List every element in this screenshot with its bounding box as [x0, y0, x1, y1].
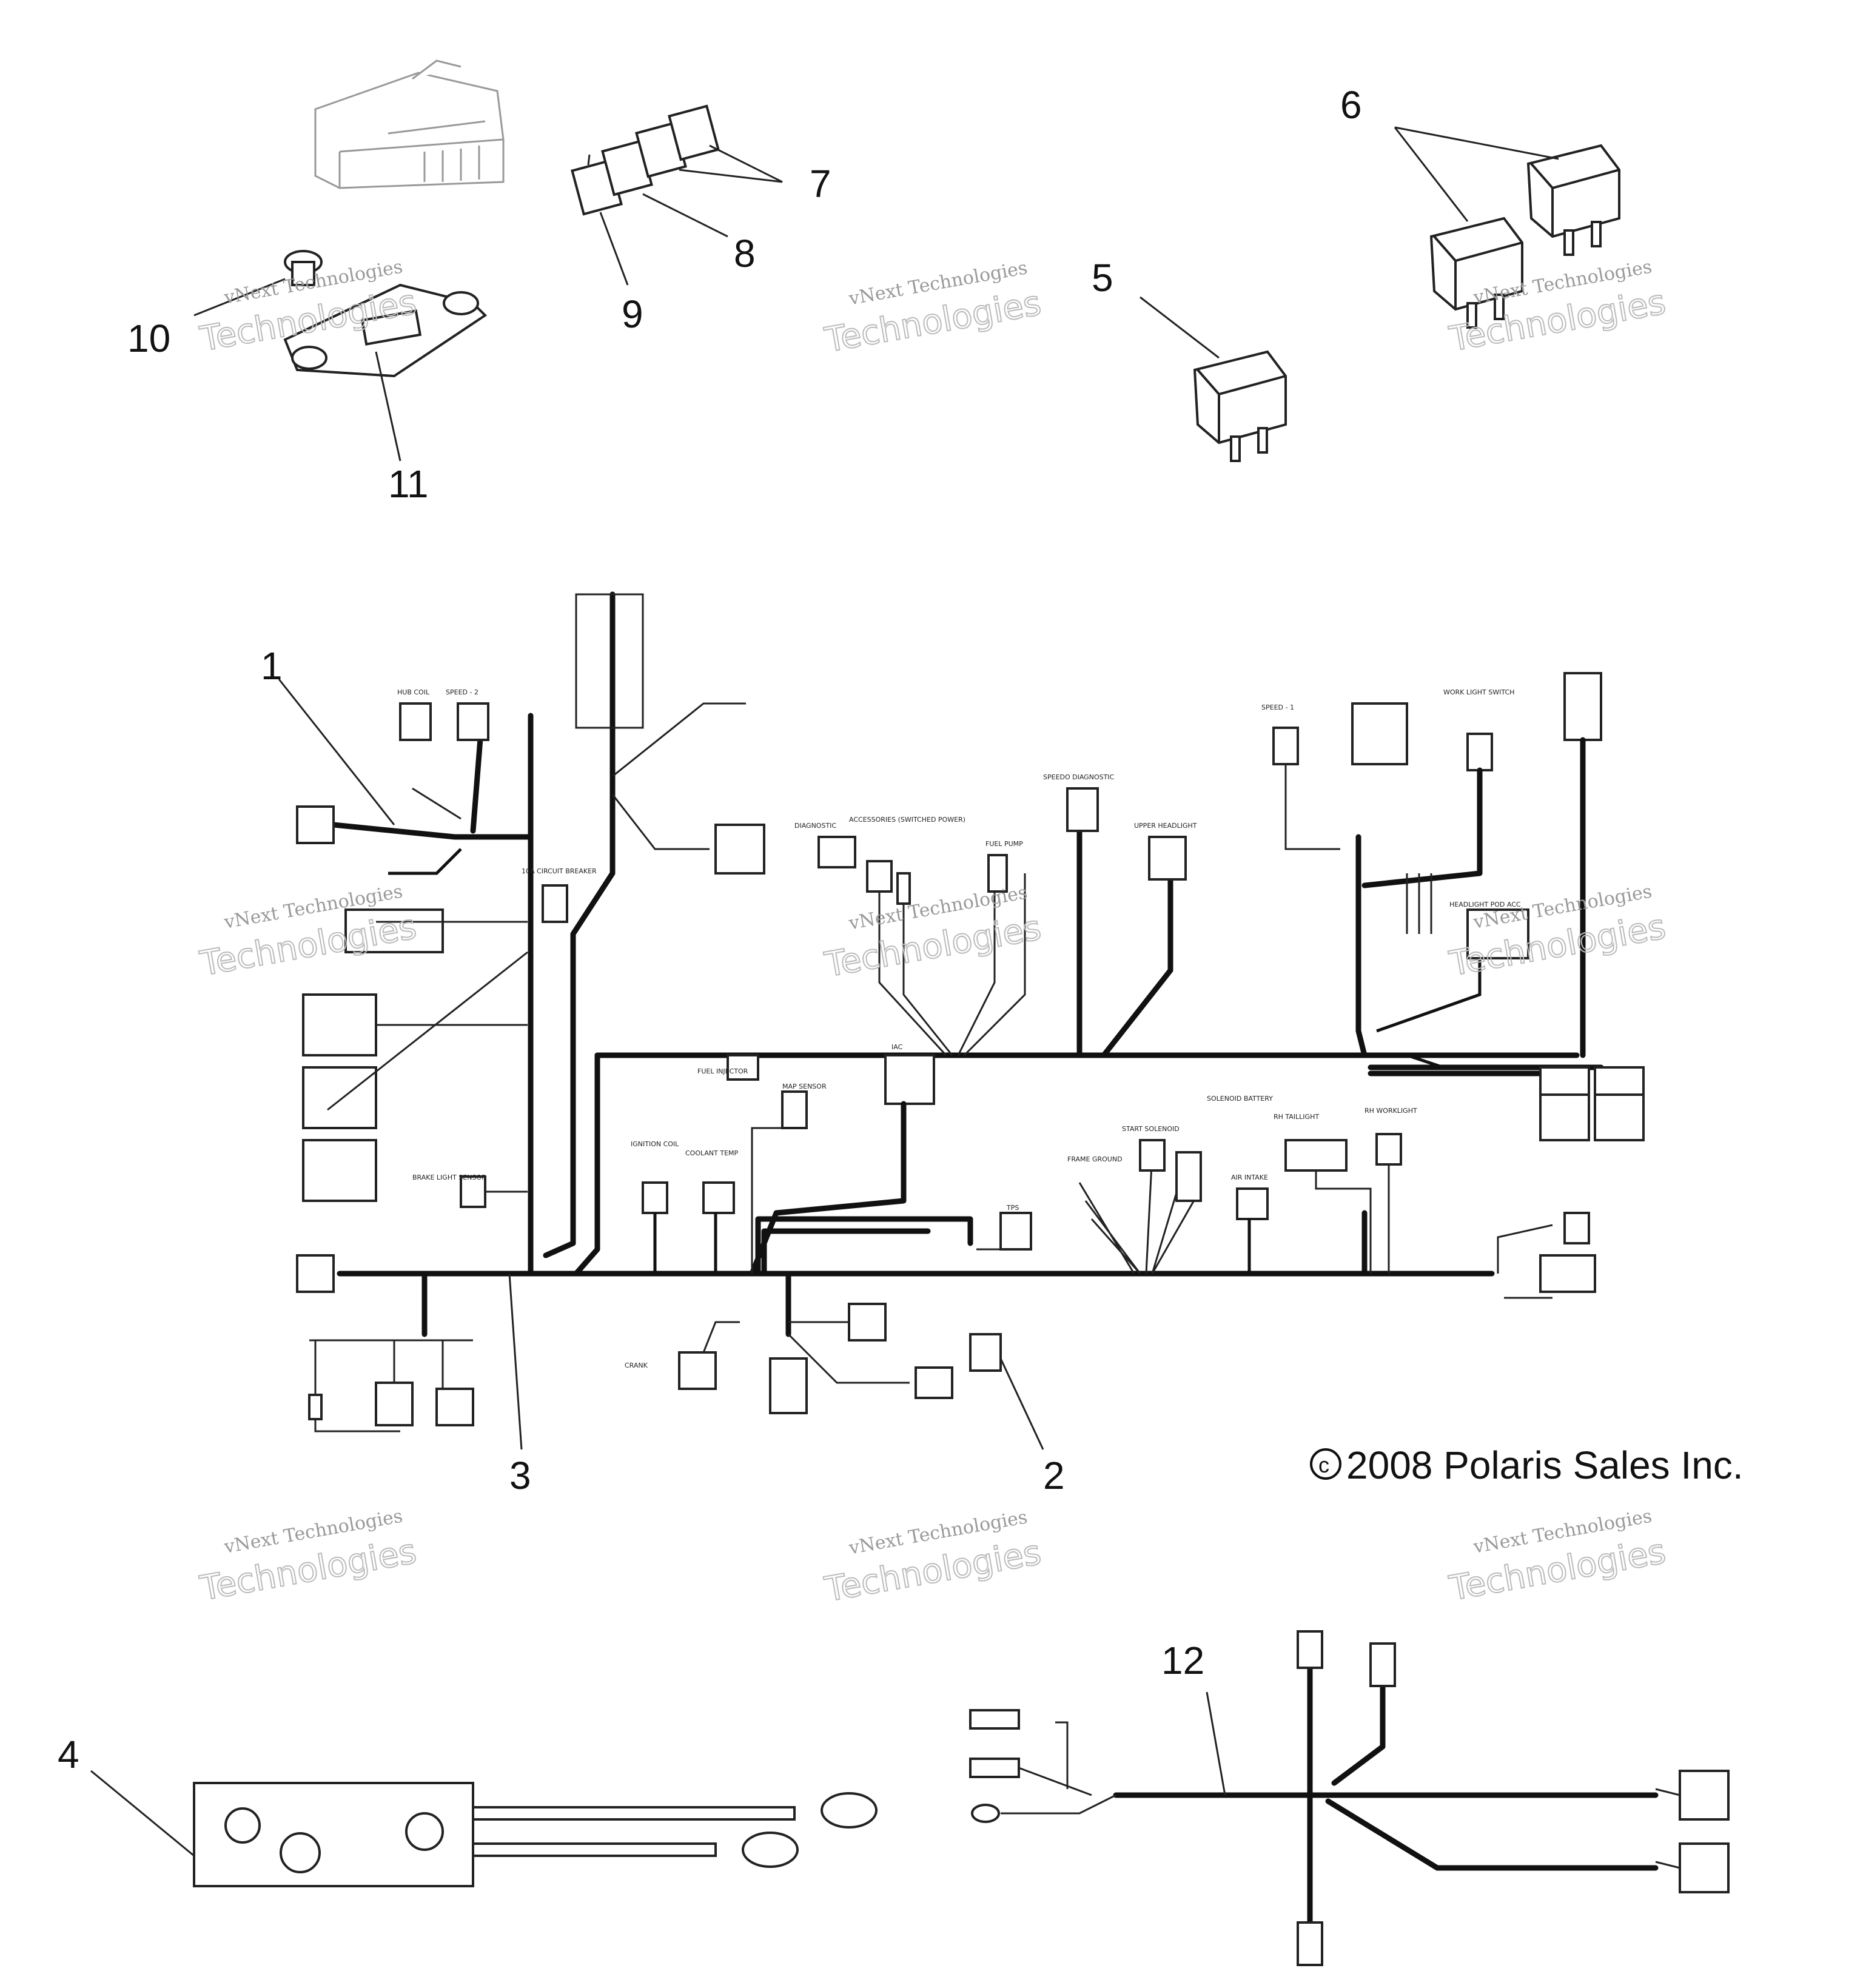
callout-5: 5	[1092, 256, 1113, 300]
label-diagnostic: DIAGNOSTIC	[794, 822, 836, 830]
sub-harness-part	[969, 1630, 1730, 1966]
label-air-intake: AIR INTAKE	[1231, 1174, 1268, 1181]
watermark-7: vNext Technologies Technologies	[196, 1505, 420, 1609]
label-start-solenoid: START SOLENOID	[1122, 1125, 1180, 1133]
label-speed-1: SPEED - 1	[1261, 704, 1294, 711]
label-speedo-diagnostic: SPEEDO DIAGNOSTIC	[1043, 773, 1115, 781]
callout-6: 6	[1340, 83, 1362, 127]
battery-cable-part	[193, 1782, 878, 1887]
callout-2: 2	[1043, 1454, 1065, 1497]
label-coolant-temp: COOLANT TEMP	[685, 1149, 739, 1157]
watermark-5: vNext Technologies Technologies	[821, 882, 1045, 986]
watermark-4: vNext Technologies Technologies	[196, 881, 420, 984]
callout-1: 1	[261, 644, 283, 688]
label-map-sensor: MAP SENSOR	[782, 1083, 827, 1090]
watermark-6: vNext Technologies Technologies	[1446, 881, 1670, 984]
label-accessories: ACCESSORIES (SWITCHED POWER)	[849, 816, 965, 824]
relay-part-6a	[1429, 217, 1523, 329]
label-brake-light-sensor: BRAKE LIGHT SENSOR	[412, 1174, 486, 1181]
fuse-box-part	[314, 59, 505, 189]
callout-8: 8	[734, 232, 756, 275]
label-work-light-switch: WORK LIGHT SWITCH	[1443, 688, 1514, 696]
label-upper-headlight: UPPER HEADLIGHT	[1134, 822, 1197, 830]
label-hub-coil: HUB COIL	[397, 688, 430, 696]
label-rh-worklight: RH WORKLIGHT	[1365, 1107, 1417, 1115]
label-rh-taillight: RH TAILLIGHT	[1274, 1113, 1319, 1121]
callout-9: 9	[622, 292, 643, 336]
label-tps: TPS	[1006, 1204, 1019, 1212]
callout-12: 12	[1161, 1639, 1204, 1682]
label-fuel-injector: FUEL INJECTOR	[697, 1067, 748, 1075]
bolt-part	[284, 250, 323, 286]
fuse-part-7b	[668, 104, 720, 161]
bracket-part	[283, 283, 488, 378]
svg-text:c: c	[1318, 1452, 1329, 1477]
watermark-2: vNext Technologies Technologies	[821, 257, 1045, 361]
label-circuit-breaker: 10A CIRCUIT BREAKER	[522, 867, 597, 875]
label-speed-2: SPEED - 2	[446, 688, 478, 696]
label-solenoid-battery: SOLENOID BATTERY	[1207, 1095, 1273, 1103]
callout-11: 11	[388, 462, 428, 506]
copyright-notice: c 2008 Polaris Sales Inc.	[1310, 1443, 1744, 1487]
callout-10: 10	[127, 317, 170, 360]
callout-4: 4	[58, 1733, 79, 1776]
callout-7: 7	[810, 162, 831, 206]
label-fuel-pump: FUEL PUMP	[985, 840, 1023, 848]
label-headlight-pod-acc: HEADLIGHT POD ACC	[1449, 901, 1521, 908]
label-ignition-coil: IGNITION COIL	[631, 1140, 679, 1148]
watermark-9: vNext Technologies Technologies	[1446, 1505, 1670, 1609]
label-crank: CRANK	[625, 1362, 648, 1369]
copyright-text: 2008 Polaris Sales Inc.	[1346, 1443, 1744, 1487]
callout-3: 3	[509, 1454, 531, 1497]
label-frame-ground: FRAME GROUND	[1067, 1155, 1123, 1163]
watermark-8: vNext Technologies Technologies	[821, 1506, 1045, 1610]
relay-part-6b	[1526, 144, 1620, 256]
label-iac: IAC	[891, 1043, 903, 1051]
main-harness	[296, 591, 1645, 1432]
relay-part-5	[1193, 350, 1287, 462]
